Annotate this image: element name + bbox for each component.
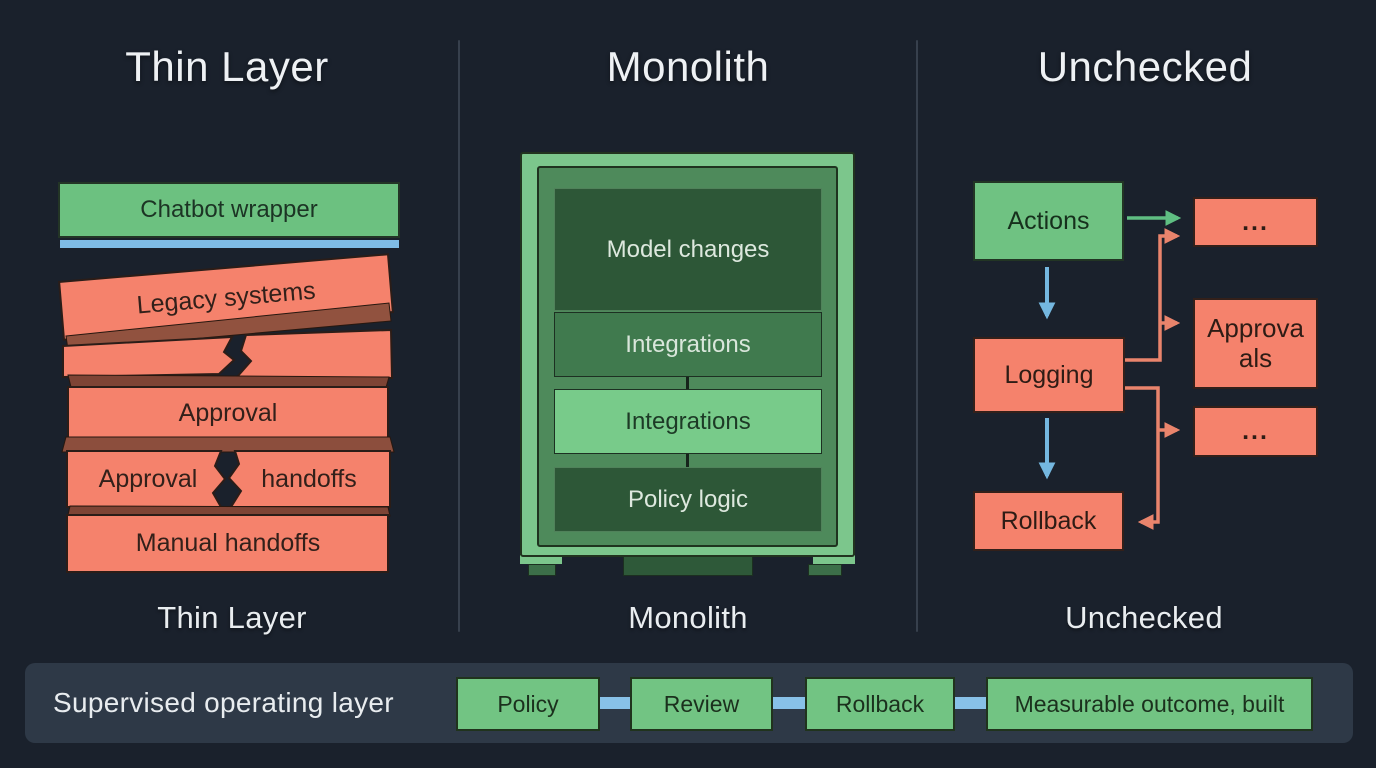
torn-stack-graphic: Legacy systems Approval Approval handoff…: [58, 253, 395, 573]
monolith-box-integrations-2: Integrations: [554, 389, 822, 454]
monolith-connector-2: [686, 454, 689, 467]
bar-link-2: [773, 697, 805, 709]
ellipsis-top-label: ...: [1242, 207, 1269, 236]
ellipsis-bottom-label: ...: [1242, 417, 1269, 445]
supervised-layer-bar: Supervised operating layer Policy Review…: [25, 663, 1353, 743]
middle-column-title: Monolith: [606, 43, 770, 90]
left-column-caption: Thin Layer: [157, 600, 307, 635]
rollback-node: Rollback: [973, 491, 1124, 551]
bar-step-review: Review: [630, 677, 773, 731]
monolith-box-model-changes: Model changes: [554, 188, 822, 311]
supervised-layer-label: Supervised operating layer: [53, 687, 394, 718]
approval-plank: [67, 386, 389, 439]
left-column-title: Thin Layer: [125, 43, 329, 90]
broken-plank-right: [234, 328, 394, 380]
manual-handoffs-label: Manual handoffs: [136, 529, 320, 557]
middle-column-caption: Monolith: [628, 600, 748, 635]
handoffs-plank-right: [227, 450, 391, 508]
actions-node: Actions: [973, 181, 1124, 261]
monolith-connector-1: [686, 377, 689, 389]
plank-shadow-band-4: [67, 505, 391, 517]
handoffs-label-right: handoffs: [261, 465, 356, 493]
right-column-title: Unchecked: [1037, 43, 1253, 90]
connector-logging-down-to-rollback: [1125, 386, 1160, 530]
monolith-tab-right: [813, 555, 855, 564]
handoffs-label-left: Approval: [99, 465, 198, 493]
bar-step-policy: Policy: [456, 677, 600, 731]
connector-logging-up-to-ellipsis: [1125, 228, 1181, 362]
plank-shadow-band-3: [61, 436, 395, 453]
broken-plank-left: [62, 335, 236, 379]
monolith-foot-right: [808, 564, 842, 576]
divider-left-middle: [458, 40, 460, 632]
ellipsis-node-top: ...: [1193, 197, 1318, 247]
bar-step-outcome: Measurable outcome, built: [986, 677, 1313, 731]
chatbot-wrapper-box: Chatbot wrapper: [58, 182, 400, 238]
monolith-foot-left: [528, 564, 556, 576]
logging-node: Logging: [973, 337, 1125, 413]
monolith-box-policy-logic: Policy logic: [554, 467, 822, 532]
ellipsis-node-bottom: ...: [1193, 406, 1318, 457]
right-column-caption: Unchecked: [1065, 600, 1223, 635]
monolith-pedestal: [623, 555, 753, 576]
bar-link-3: [955, 697, 986, 709]
approvals-label-line1: Approva: [1207, 312, 1304, 343]
flow-arrows: [1038, 210, 1182, 530]
approvals-label-line2: als: [1238, 342, 1273, 373]
approvals-node: Approva als: [1193, 298, 1318, 389]
bar-link-1: [600, 697, 630, 709]
monolith-box-integrations-1: Integrations: [554, 312, 822, 377]
monolith-tab-left: [520, 555, 562, 564]
manual-handoffs-plank: [66, 514, 389, 573]
approval-label: Approval: [179, 399, 278, 427]
divider-middle-right: [916, 40, 918, 632]
bar-step-rollback: Rollback: [805, 677, 955, 731]
chatbot-wrapper-underline: [60, 240, 399, 248]
